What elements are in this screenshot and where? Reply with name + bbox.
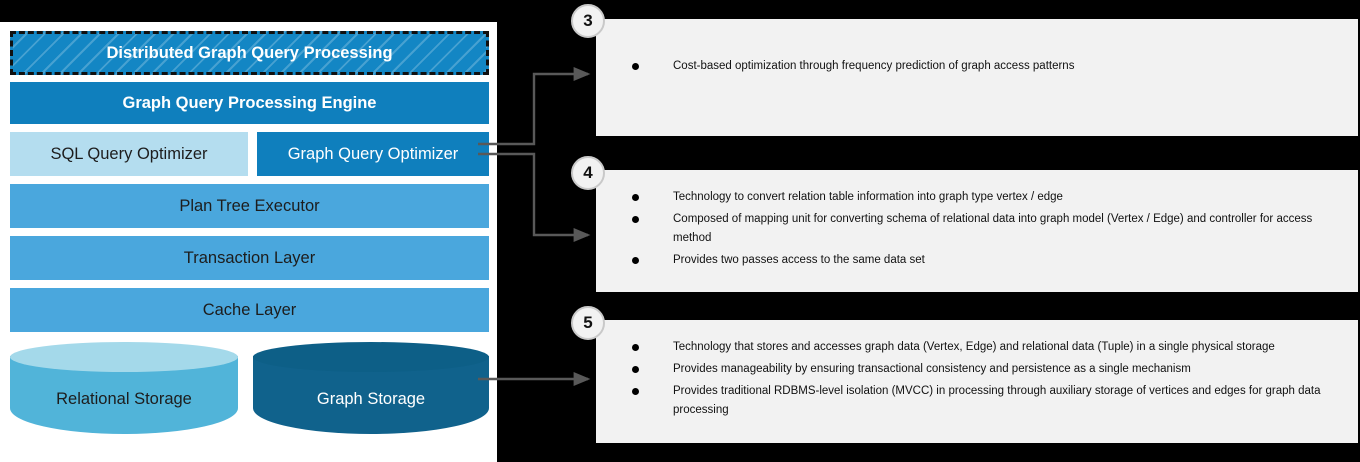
layer-label: Graph Query Optimizer	[287, 144, 459, 163]
layer-label: Plan Tree Executor	[179, 196, 320, 215]
bullet-text: Provides two passes access to the same d…	[673, 254, 925, 266]
step-badge-3[interactable]: 3	[571, 4, 605, 38]
list-item: Technology to convert relation table inf…	[628, 188, 1342, 207]
badge-number: 5	[583, 313, 593, 332]
layer-label: Cache Layer	[202, 300, 297, 319]
layer-cache-layer[interactable]: Cache Layer	[10, 288, 489, 332]
list-item: Composed of mapping unit for converting …	[628, 210, 1342, 248]
layer-label: SQL Query Optimizer	[50, 144, 208, 163]
bullet-text: Technology to convert relation table inf…	[673, 191, 1063, 203]
bullet-icon	[632, 194, 639, 201]
layer-distributed-graph-query-processing[interactable]: Distributed Graph Query Processing	[10, 31, 489, 75]
layer-label: Transaction Layer	[183, 248, 316, 267]
bullet-text: Composed of mapping unit for converting …	[673, 213, 1313, 244]
step-badge-5[interactable]: 5	[571, 306, 605, 340]
list-item: Cost-based optimization through frequenc…	[628, 57, 1342, 76]
storage-label: Graph Storage	[316, 390, 426, 408]
bullet-icon	[632, 344, 639, 351]
bullet-text: Technology that stores and accesses grap…	[673, 341, 1275, 353]
list-item: Provides manageability by ensuring trans…	[628, 360, 1342, 379]
badge-number: 4	[583, 163, 593, 182]
layer-label: Graph Query Processing Engine	[122, 93, 377, 112]
bullet-icon	[632, 216, 639, 223]
callout-bullet-list: Technology to convert relation table inf…	[628, 188, 1342, 273]
step-badge-4[interactable]: 4	[571, 156, 605, 190]
badge-number: 3	[583, 11, 593, 30]
bullet-icon	[632, 366, 639, 373]
bullet-icon	[632, 63, 639, 70]
bullet-icon	[632, 257, 639, 264]
list-item: Provides traditional RDBMS-level isolati…	[628, 382, 1342, 420]
storage-label: Relational Storage	[56, 390, 192, 408]
layer-graph-query-processing-engine[interactable]: Graph Query Processing Engine	[10, 82, 489, 124]
optimizer-row: SQL Query Optimizer Graph Query Optimize…	[10, 132, 489, 176]
list-item: Technology that stores and accesses grap…	[628, 338, 1342, 357]
layer-transaction-layer[interactable]: Transaction Layer	[10, 236, 489, 280]
layer-sql-query-optimizer[interactable]: SQL Query Optimizer	[10, 132, 248, 176]
cylinder-top-ellipse	[253, 342, 489, 372]
callout-panel-5: Technology that stores and accesses grap…	[596, 320, 1358, 443]
storage-cylinder-relational[interactable]: Relational Storage	[10, 342, 238, 448]
layer-graph-query-optimizer[interactable]: Graph Query Optimizer	[257, 132, 489, 176]
cylinder-top-ellipse	[10, 342, 238, 372]
bullet-icon	[632, 388, 639, 395]
layer-plan-tree-executor[interactable]: Plan Tree Executor	[10, 184, 489, 228]
storage-cylinder-graph[interactable]: Graph Storage	[253, 342, 489, 448]
architecture-diagram-panel: Distributed Graph Query Processing Graph…	[0, 22, 497, 462]
bullet-text: Cost-based optimization through frequenc…	[673, 60, 1075, 72]
layer-label: Distributed Graph Query Processing	[106, 43, 393, 62]
list-item: Provides two passes access to the same d…	[628, 251, 1342, 270]
bullet-text: Provides traditional RDBMS-level isolati…	[673, 385, 1321, 416]
callout-panel-4: Technology to convert relation table inf…	[596, 170, 1358, 292]
callout-bullet-list: Technology that stores and accesses grap…	[628, 338, 1342, 423]
bullet-text: Provides manageability by ensuring trans…	[673, 363, 1191, 375]
callout-panel-3: Cost-based optimization through frequenc…	[596, 19, 1358, 136]
callout-bullet-list: Cost-based optimization through frequenc…	[628, 57, 1342, 79]
